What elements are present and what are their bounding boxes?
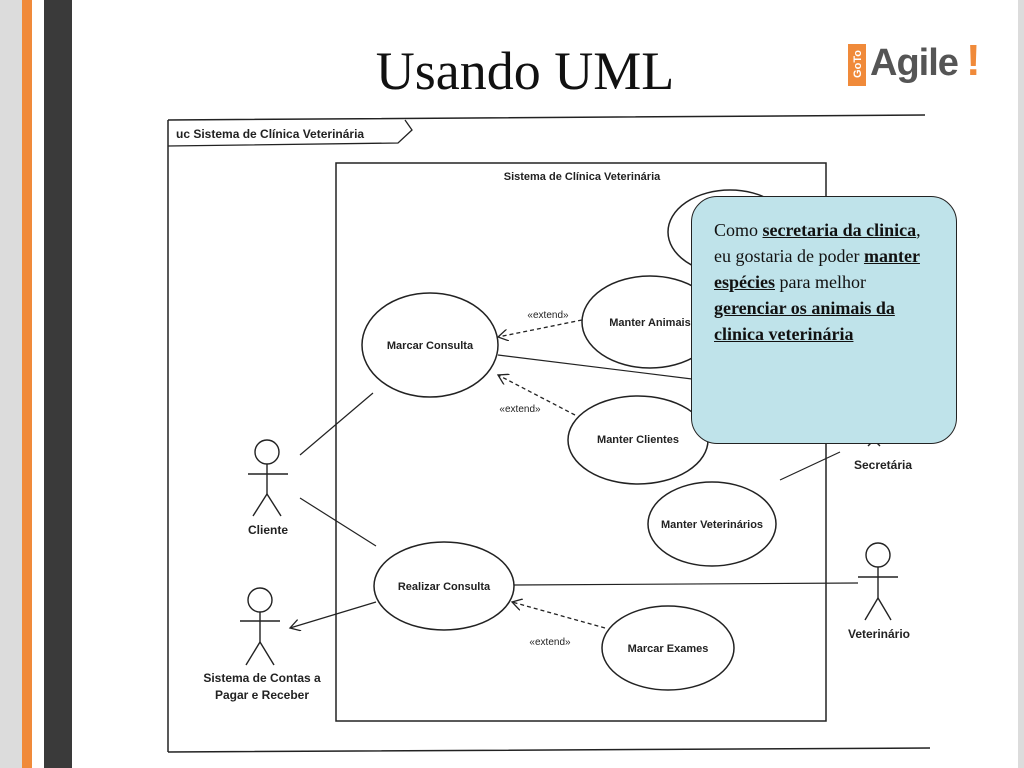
note-text-3: para melhor [774,272,866,292]
assoc-realizar-contas [290,601,377,628]
use-case-label-marcar-consulta: Marcar Consulta [387,340,474,352]
actor-sistema-contas [240,587,280,666]
actor-label-contas-line1: Sistema de Contas a [203,671,321,685]
left-margin-white [32,0,44,768]
diagram-frame [167,114,931,753]
extend-label-animais: «extend» [527,310,569,321]
assoc-veterinarios-secretaria [779,451,841,481]
actor-label-contas-line2: Pagar e Receber [215,688,309,702]
actor-veterinario [858,542,898,621]
note-emphasis-role: secretaria da clinica [762,220,917,240]
note-text-1: Como [714,220,763,240]
assoc-cliente-marcar [299,392,374,456]
actor-label-cliente: Cliente [248,523,288,537]
use-case-label-manter-veterinarios: Manter Veterinários [661,519,763,531]
use-case-manter-veterinarios [647,481,777,567]
frame-label-tab [167,119,413,147]
note-text-2: , eu gostaria de poder [714,220,921,266]
left-margin-gray [0,0,22,768]
use-case-label-manter-animais: Manter Animais [609,317,691,329]
note-emphasis-goal: manter espécies [714,246,920,292]
logo-goto-box [848,44,866,86]
user-story-note: Como secretaria da clinica, eu gostaria … [691,196,957,444]
goto-agile-logo: GoTo Agile ! [848,36,988,88]
actor-label-veterinario: Veterinário [848,627,910,641]
left-margin-orange [22,0,32,768]
logo-agile-text: Agile [870,42,959,84]
right-margin-gray [1018,0,1024,768]
extend-arrow-exames [512,602,606,629]
extend-label-clientes: «extend» [499,404,541,415]
extend-arrow-clientes [498,375,576,416]
use-case-label-manter-clientes: Manter Clientes [597,434,679,446]
use-case-marcar-exames [601,605,735,691]
use-case-realizar-consulta [373,541,515,631]
logo-exclamation: ! [966,36,981,85]
assoc-realizar-veterinario [513,582,859,586]
actor-label-secretaria: Secretária [854,458,912,472]
use-case-marcar-consulta [361,292,499,398]
actor-cliente [248,439,288,517]
left-margin-dark [44,0,72,768]
slide-title: Usando UML [375,41,675,101]
use-case-label-realizar-consulta: Realizar Consulta [398,581,491,593]
use-case-label-marcar-exames: Marcar Exames [628,643,709,655]
assoc-marcar-secretaria [497,354,701,381]
system-label: Sistema de Clínica Veterinária [504,171,661,183]
extend-label-exames: «extend» [529,637,571,648]
extend-arrow-animais [498,319,583,337]
note-emphasis-benefit: gerenciar os animais da clinica veteriná… [714,298,895,344]
assoc-cliente-realizar [299,497,377,547]
frame-label: uc Sistema de Clínica Veterinária [176,127,364,141]
